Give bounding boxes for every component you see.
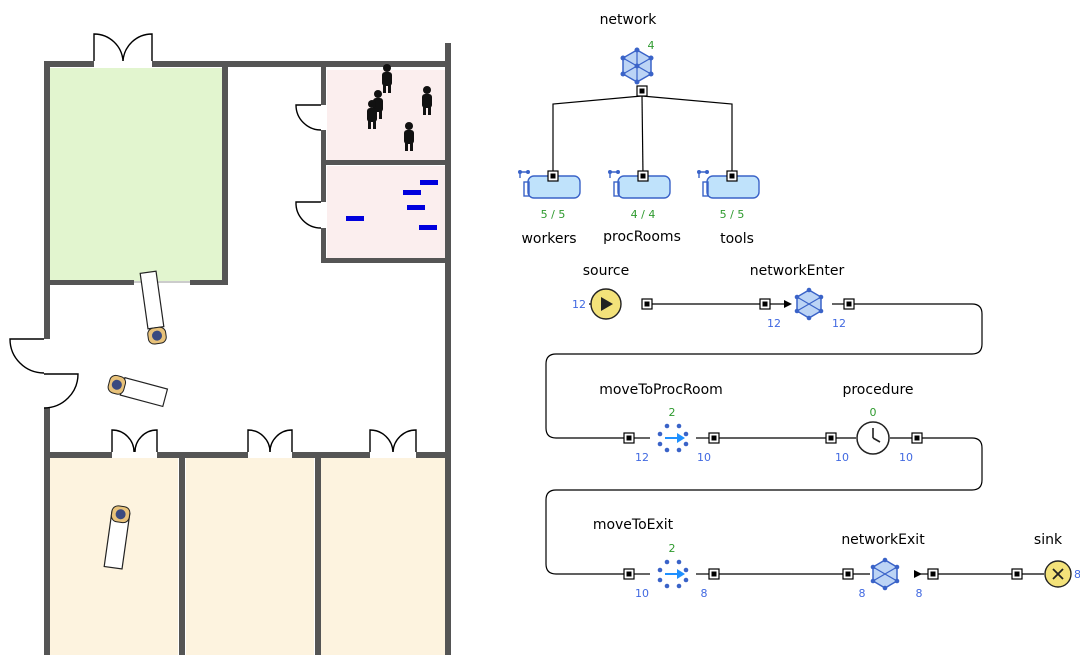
movetoprocroom-label: moveToProcRoom bbox=[599, 382, 723, 398]
network-links bbox=[552, 91, 733, 176]
movetoprocroom-count-out: 10 bbox=[697, 451, 711, 464]
procrooms-capacity: 4 / 4 bbox=[631, 208, 656, 221]
procedure-inside: 0 bbox=[870, 406, 877, 419]
networkexit-label: networkExit bbox=[841, 532, 925, 548]
worker-icon bbox=[422, 86, 432, 115]
networkenter-count-out: 12 bbox=[832, 317, 846, 330]
movetoexit-block[interactable] bbox=[657, 559, 689, 589]
room-proc-2 bbox=[186, 458, 314, 655]
procedure-label: procedure bbox=[842, 382, 913, 398]
procrooms-label: procRooms bbox=[603, 229, 681, 245]
source-count: 12 bbox=[572, 298, 586, 311]
resource-pool-workers[interactable] bbox=[518, 170, 581, 199]
room-green bbox=[50, 68, 222, 281]
tool-icon bbox=[346, 216, 364, 221]
sink-count: 8 bbox=[1074, 568, 1080, 581]
move-arrow-icon bbox=[677, 433, 685, 443]
patient-stretchers bbox=[103, 270, 169, 570]
process-diagram: network 4 bbox=[518, 12, 1080, 600]
sink-label: sink bbox=[1034, 532, 1063, 548]
movetoprocroom-block[interactable] bbox=[657, 423, 689, 453]
arrow-icon bbox=[914, 570, 922, 578]
procedure-block[interactable] bbox=[856, 421, 890, 455]
tool-icon bbox=[407, 205, 425, 210]
close-icon bbox=[1052, 568, 1064, 580]
workers-capacity: 5 / 5 bbox=[541, 208, 566, 221]
movetoexit-label: moveToExit bbox=[593, 517, 674, 533]
worker-figures bbox=[367, 64, 432, 151]
flow-links bbox=[545, 303, 1044, 575]
networkexit-count-out: 8 bbox=[916, 587, 923, 600]
sink-block[interactable] bbox=[1044, 560, 1072, 588]
tools-label: tools bbox=[720, 231, 754, 247]
floor-plan bbox=[9, 33, 451, 655]
tool-icon bbox=[419, 225, 437, 230]
play-icon bbox=[601, 297, 613, 311]
networkenter-label: networkEnter bbox=[750, 263, 845, 279]
tool-icon bbox=[420, 180, 438, 185]
worker-icon bbox=[382, 64, 392, 93]
movetoexit-inside: 2 bbox=[669, 542, 676, 555]
arrow-icon bbox=[784, 300, 792, 308]
stretcher-icon bbox=[103, 505, 131, 570]
networkenter-block[interactable] bbox=[794, 287, 824, 321]
networkenter-count-in: 12 bbox=[767, 317, 781, 330]
source-block[interactable] bbox=[590, 288, 622, 320]
movetoprocroom-count-in: 12 bbox=[635, 451, 649, 464]
stretcher-icon bbox=[107, 374, 169, 408]
worker-icon bbox=[367, 100, 377, 129]
workers-label: workers bbox=[521, 231, 576, 247]
networkexit-count-in: 8 bbox=[859, 587, 866, 600]
tool-icon bbox=[403, 190, 421, 195]
room-tools bbox=[327, 166, 445, 258]
stretcher-icon bbox=[139, 270, 167, 345]
networkexit-block[interactable] bbox=[870, 557, 900, 591]
movetoexit-count-out: 8 bbox=[701, 587, 708, 600]
move-arrow-icon bbox=[677, 569, 685, 579]
network-count: 4 bbox=[648, 39, 655, 52]
network-label: network bbox=[600, 12, 658, 28]
source-label: source bbox=[583, 263, 630, 279]
room-proc-3 bbox=[321, 458, 445, 655]
walls bbox=[44, 43, 451, 655]
resource-pool-tools[interactable] bbox=[697, 170, 760, 199]
clock-icon bbox=[872, 428, 881, 443]
tools-capacity: 5 / 5 bbox=[720, 208, 745, 221]
resource-pool-procrooms[interactable] bbox=[608, 170, 671, 199]
procedure-count-in: 10 bbox=[835, 451, 849, 464]
movetoprocroom-inside: 2 bbox=[669, 406, 676, 419]
tool-items bbox=[346, 180, 438, 230]
worker-icon bbox=[404, 122, 414, 151]
movetoexit-count-in: 10 bbox=[635, 587, 649, 600]
procedure-count-out: 10 bbox=[899, 451, 913, 464]
network-icon[interactable] bbox=[620, 47, 654, 85]
